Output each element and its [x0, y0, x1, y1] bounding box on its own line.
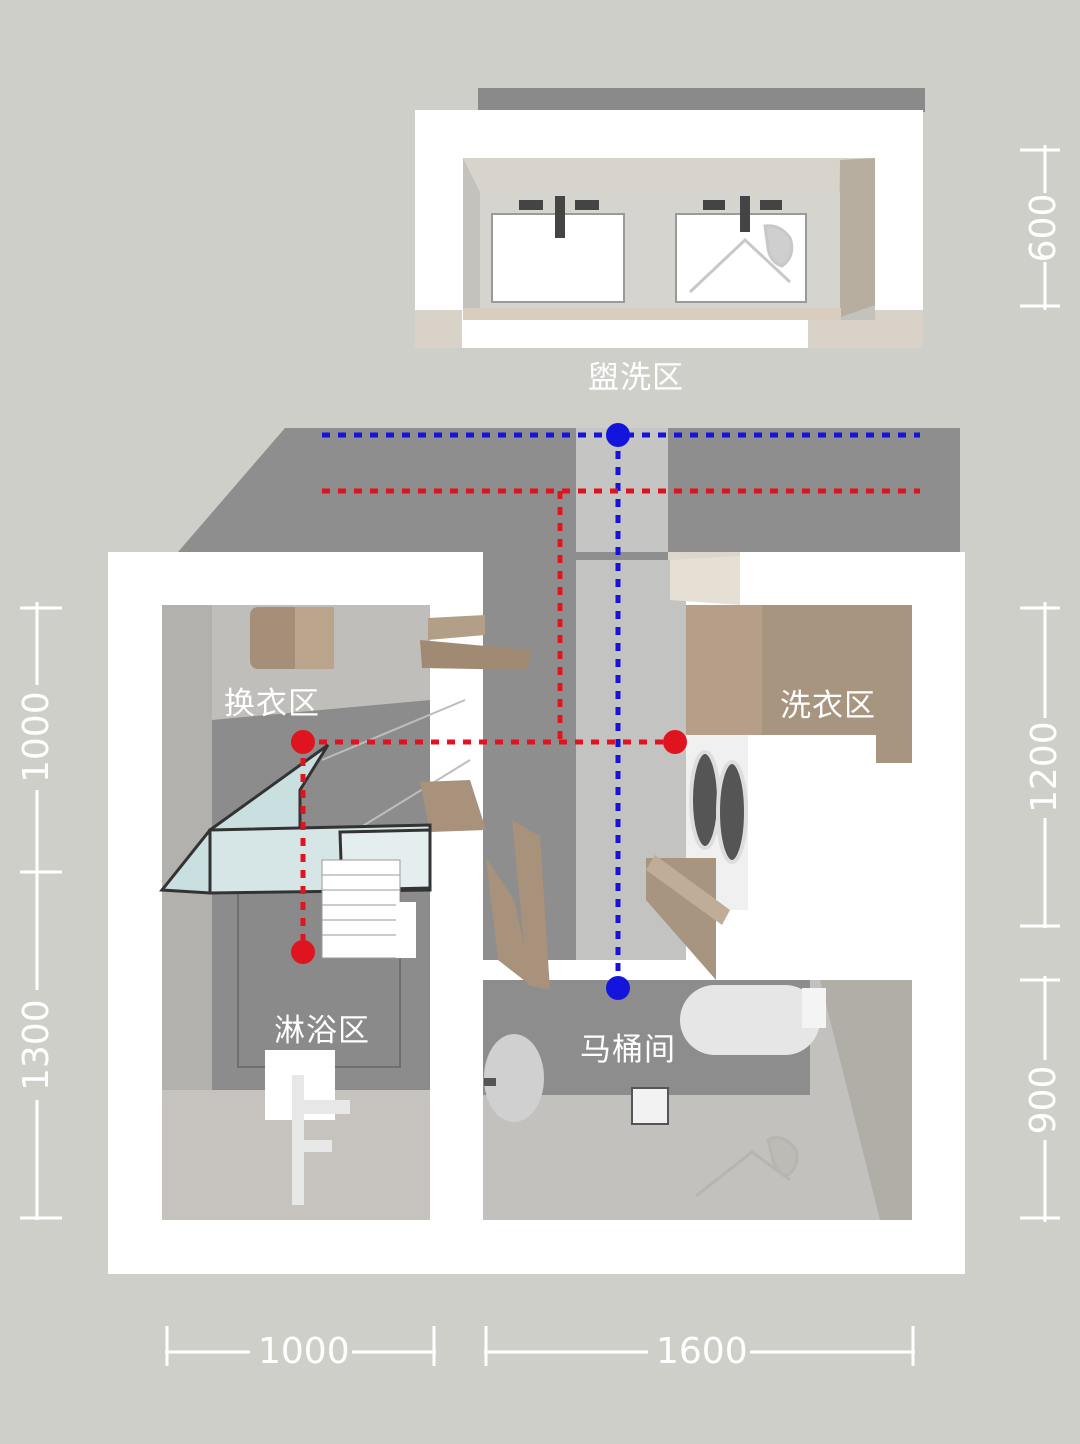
wash-area — [415, 88, 925, 348]
partition-wall — [430, 835, 483, 1220]
hot-water-node — [291, 940, 315, 964]
dimension-label-left-upper: 1000 — [16, 691, 57, 783]
hot-water-node — [291, 730, 315, 754]
pipe-lines — [300, 432, 920, 988]
zone-label-toilet: 马桶间 — [580, 1032, 676, 1068]
dimension-label-left-lower: 1300 — [16, 999, 57, 1091]
zone-label-washbasin: 盥洗区 — [588, 360, 684, 396]
zone-label-shower: 淋浴区 — [274, 1013, 370, 1049]
dimension-lines — [20, 145, 1060, 1366]
pipe-nodes — [291, 423, 687, 1000]
dimension-label-bottom-left: 1000 — [258, 1331, 350, 1372]
dimension-label-right-middle: 1200 — [1024, 721, 1065, 813]
bird-watermark-icon — [695, 1136, 799, 1198]
zone-label-changing: 换衣区 — [224, 686, 320, 722]
dimension-label-right-lower: 900 — [1023, 1065, 1064, 1135]
wash-area-shadow — [478, 88, 925, 112]
floor-drain — [631, 1087, 669, 1125]
faucet-icon — [519, 196, 782, 238]
washing-machine-icon — [686, 735, 876, 910]
bird-watermark-icon — [688, 224, 794, 294]
hot-water-node — [663, 730, 687, 754]
cold-water-node — [606, 976, 630, 1000]
cold-water-node — [606, 423, 630, 447]
zone-label-laundry: 洗衣区 — [780, 688, 876, 724]
main-plan — [108, 428, 965, 1274]
shower-icon — [265, 1050, 350, 1205]
dimension-label-bottom-right: 1600 — [656, 1331, 748, 1372]
toilet-icon — [484, 985, 826, 1122]
dimension-label-top-right: 600 — [1023, 193, 1064, 263]
towel-radiator — [321, 859, 401, 959]
